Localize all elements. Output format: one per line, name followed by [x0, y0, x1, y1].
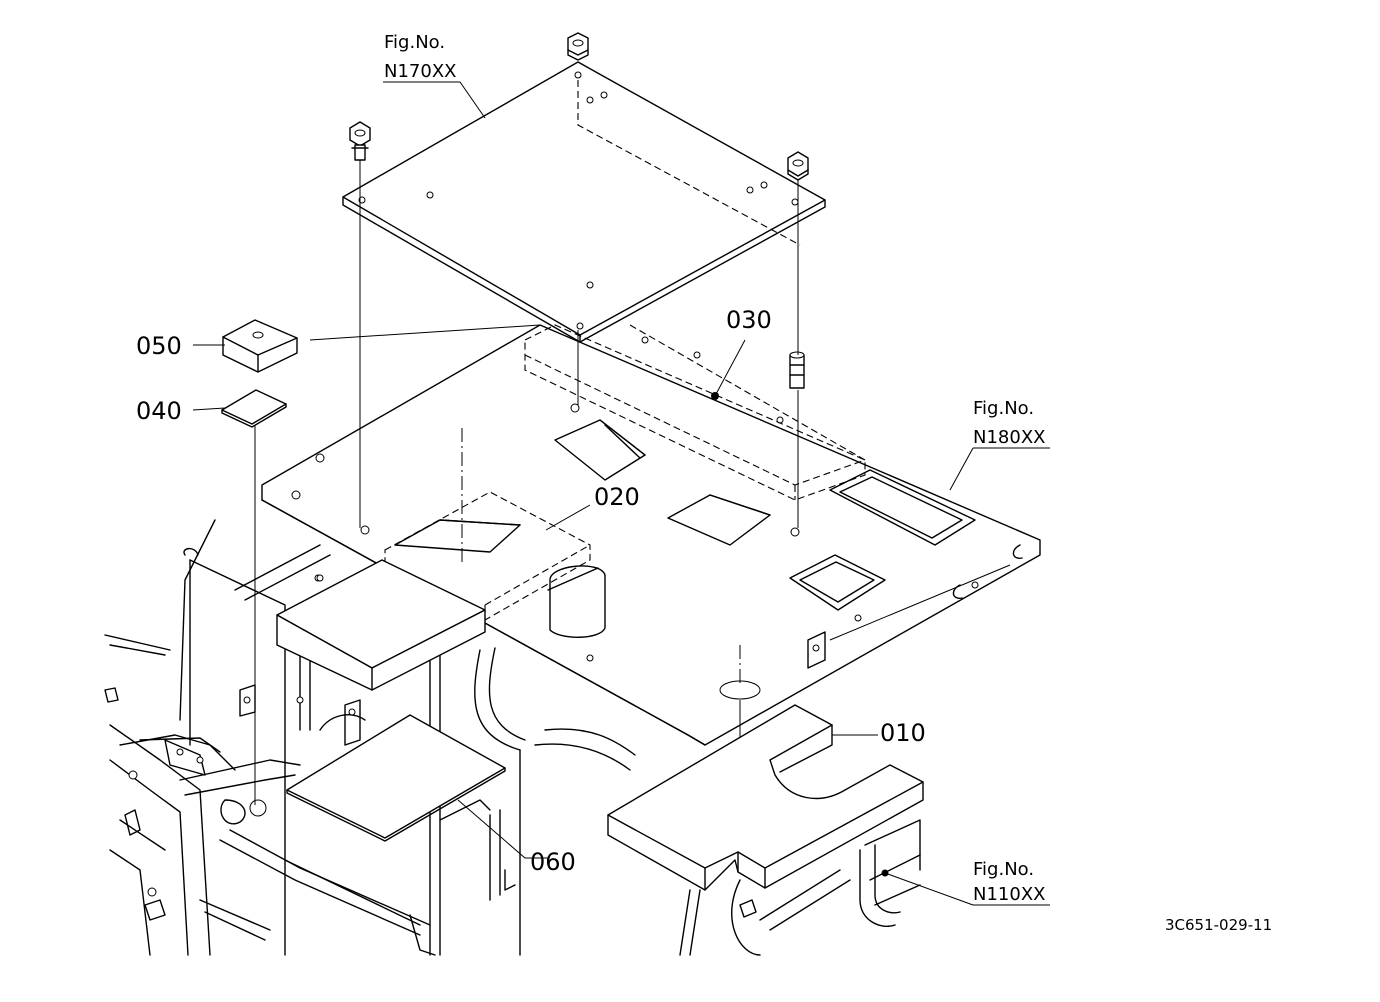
fig-ref-2-line1: Fig.No.	[973, 398, 1034, 419]
spacer-right	[789, 351, 805, 389]
floor-plate	[261, 324, 1041, 746]
bolt-top-center	[567, 32, 589, 61]
label-part-010: 010	[880, 719, 926, 747]
label-part-060: 060	[530, 848, 576, 876]
top-cover-plate	[342, 61, 826, 343]
part-labels: 010 020 030 040 050 060	[136, 306, 926, 876]
label-part-020: 020	[594, 483, 640, 511]
part-040-pad	[221, 389, 287, 428]
part-020-mat	[276, 559, 486, 691]
drawing-number: 3C651-029-11	[1165, 916, 1272, 934]
bolt-right	[787, 151, 809, 181]
part-050-block	[222, 319, 298, 373]
fig-ref-3-line2: N110XX	[973, 884, 1045, 905]
bolt-left	[349, 121, 371, 161]
mat-030-outline	[524, 324, 866, 501]
label-part-050: 050	[136, 332, 182, 360]
label-part-030: 030	[726, 306, 772, 334]
assembly-lines	[254, 160, 799, 805]
fig-ref-3-line1: Fig.No.	[973, 859, 1034, 880]
fig-ref-2-line2: N180XX	[973, 427, 1045, 448]
part-060-sheet	[286, 714, 506, 842]
fig-ref-1-line2: N170XX	[384, 61, 456, 82]
part-010-mat	[607, 704, 924, 891]
label-part-040: 040	[136, 397, 182, 425]
leader-lines	[192, 81, 1050, 906]
figure-reference-labels: Fig.No. N170XX Fig.No. N180XX Fig.No. N1…	[384, 32, 1045, 905]
fig-ref-1-line1: Fig.No.	[384, 32, 445, 53]
